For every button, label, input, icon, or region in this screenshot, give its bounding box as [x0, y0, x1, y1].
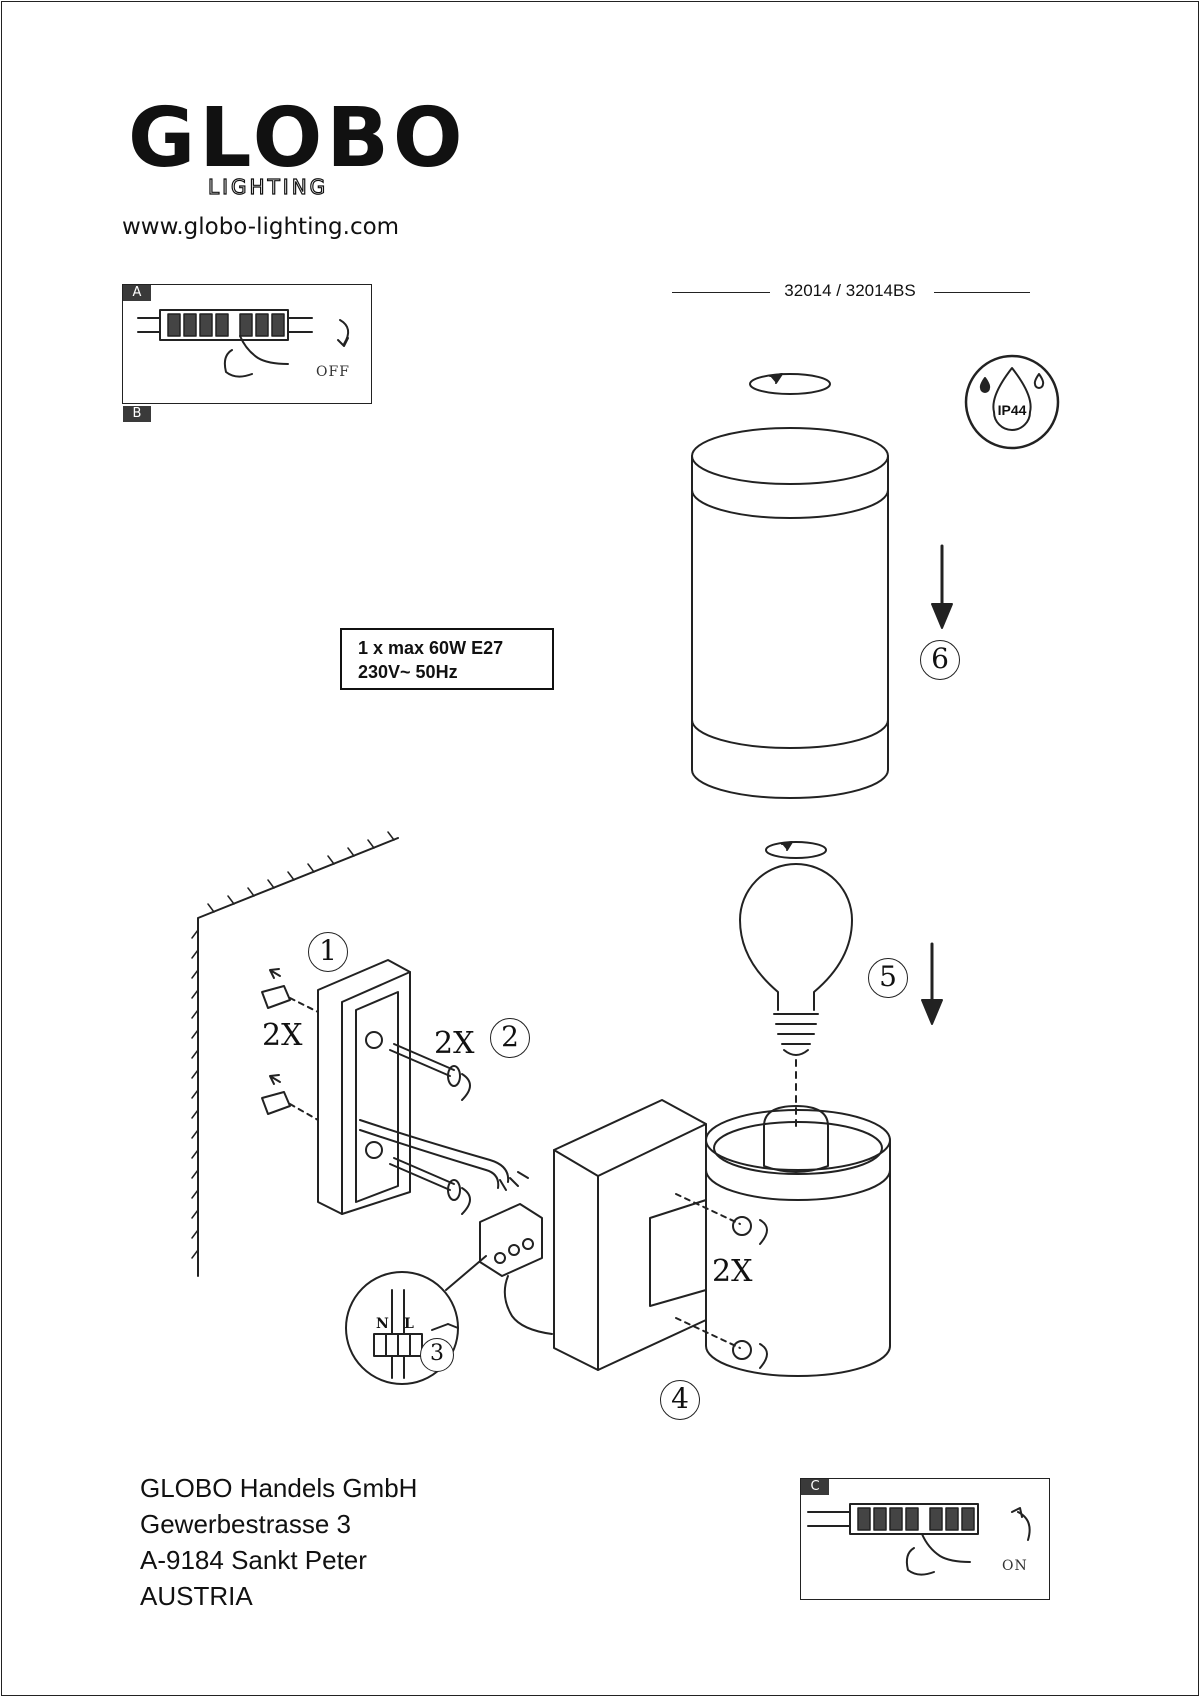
panel-switch-on	[800, 1478, 1050, 1600]
ip-badge	[964, 354, 1060, 450]
wire-label-live: L	[404, 1316, 414, 1332]
qty-anchors: 2X	[262, 1018, 303, 1053]
model-rule-right	[934, 292, 1030, 293]
step-6: 6	[920, 640, 960, 680]
address-company: GLOBO Handels GmbH	[140, 1473, 418, 1503]
qty-screws: 2X	[434, 1026, 475, 1061]
wire-label-neutral: N	[376, 1316, 389, 1332]
light-bulb	[739, 863, 853, 1131]
website-url: www.globo-lighting.com	[122, 214, 400, 240]
spec-wattage: 1 x max 60W E27	[358, 638, 504, 658]
brand-logo-subtitle: LIGHTING	[207, 175, 329, 199]
arrow-down-6	[931, 544, 953, 629]
rotate-arrow-top	[749, 373, 831, 395]
rotate-arrow-bulb	[765, 841, 827, 859]
mounting-plate	[317, 959, 411, 1215]
terminal-block	[479, 1203, 553, 1335]
model-rule-left	[672, 292, 770, 293]
panel-caption-on: ON	[1002, 1558, 1028, 1574]
panel-tag-a: A	[123, 285, 151, 301]
address-country: AUSTRIA	[140, 1581, 253, 1611]
lamp-housing	[553, 1099, 891, 1377]
breaker-strip-on	[807, 1503, 1031, 1576]
spec-box: 1 x max 60W E27 230V~ 50Hz	[340, 628, 554, 690]
panel-caption-off: OFF	[316, 364, 350, 380]
brand-logo: GLOBO	[128, 91, 467, 186]
mounting-screws	[389, 1043, 471, 1215]
step-1: 1	[308, 932, 348, 972]
breaker-strip-off	[137, 309, 350, 378]
lamp-diffuser	[691, 427, 889, 799]
ip-rating-label: IP44	[997, 402, 1027, 418]
arrow-down-5	[921, 942, 943, 1025]
spec-voltage: 230V~ 50Hz	[358, 662, 458, 682]
panel-switch-off	[122, 284, 372, 404]
step-4: 4	[660, 1380, 700, 1420]
wall-anchors	[261, 968, 319, 1121]
housing-screws	[675, 1193, 768, 1369]
address-city: A-9184 Sankt Peter	[140, 1545, 367, 1575]
model-number: 32014 / 32014BS	[784, 281, 916, 300]
qty-nuts: 2X	[712, 1254, 753, 1289]
address-street: Gewerbestrasse 3	[140, 1509, 351, 1539]
manufacturer-address: GLOBO Handels GmbH Gewerbestrasse 3 A-91…	[140, 1470, 417, 1614]
wiring-detail	[345, 1255, 487, 1385]
power-cable	[359, 1119, 529, 1191]
panel-tag-c: C	[801, 1479, 829, 1495]
step-2: 2	[490, 1018, 530, 1058]
step-3: 3	[420, 1338, 454, 1372]
panel-tag-b: B	[123, 406, 151, 422]
step-5: 5	[868, 958, 908, 998]
wall-hatching	[191, 831, 399, 1277]
